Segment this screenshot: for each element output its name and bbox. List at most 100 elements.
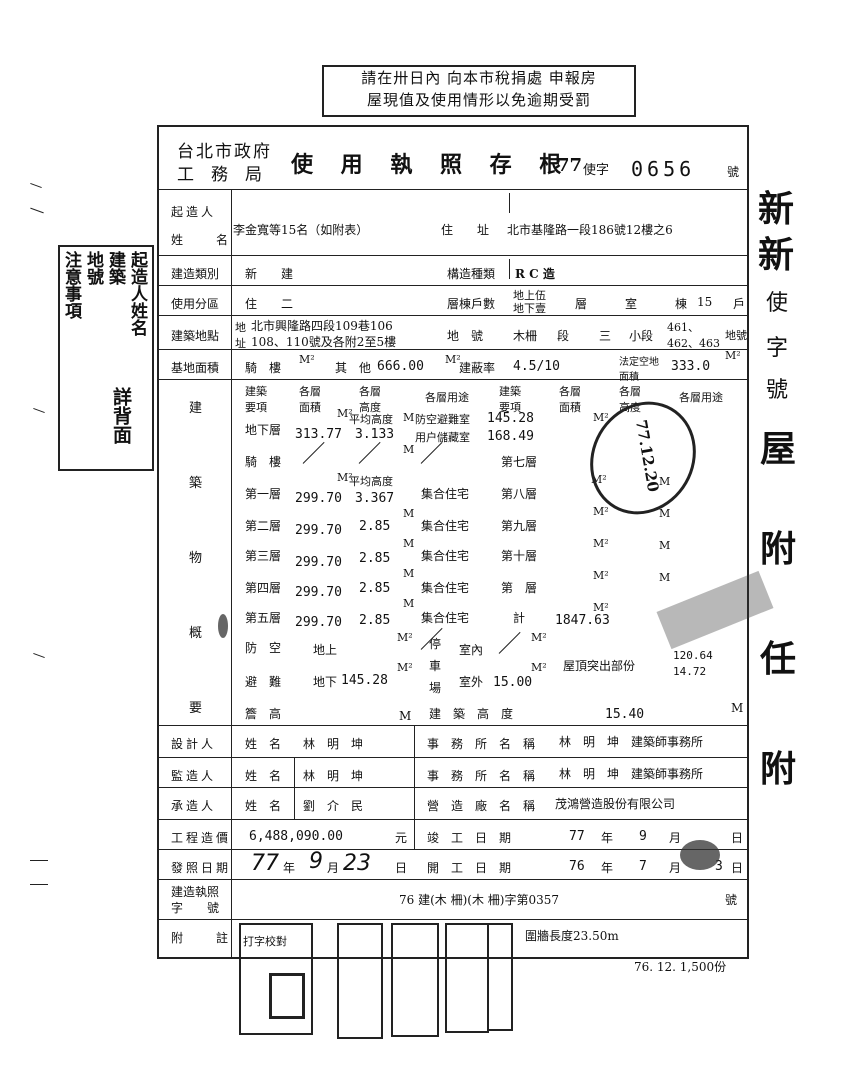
builder-label: 起造人 [171, 205, 217, 219]
floor-name: 第四層 [245, 581, 282, 595]
floor-name: 第三層 [245, 549, 282, 563]
bleed-char: 新 [758, 234, 795, 276]
start-date-label: 開 工 日 期 [427, 861, 512, 875]
building-vlabel: 建 [189, 401, 203, 416]
proofread-seal [239, 923, 313, 1035]
build-type: 新 建 [245, 267, 294, 281]
other-area: 666.00 [377, 359, 424, 374]
floor-note: 平均高度 [349, 413, 393, 426]
completion-month: 9 [639, 829, 647, 844]
lot-label: 地 號 [447, 329, 484, 343]
shelter-down-value: 145.28 [341, 673, 388, 688]
permit-ref-label-2: 字 號 [171, 901, 220, 915]
bleed-char: 附 [760, 528, 797, 570]
permit-zi: 使字 [583, 163, 610, 178]
structure-label: 構造種類 [447, 267, 496, 281]
structure-type: R C 造 [515, 267, 555, 281]
start-day: 3 [715, 859, 723, 874]
unit: M [403, 411, 415, 424]
builder-address: 北市基隆路一段186號12樓之6 [507, 223, 673, 237]
supervisor-label: 監造人 [171, 769, 217, 783]
lot-section: 木柵 [513, 329, 538, 343]
unit: M [403, 507, 415, 520]
permit-year: 77 [557, 155, 583, 176]
issue-date-label: 發照日期 [171, 861, 232, 875]
supervisor-office: 林 明 坤 建築師事務所 [559, 767, 704, 781]
margin-mark [33, 407, 45, 414]
floor-use-val: 145.28 [487, 411, 534, 426]
other-area-unit: M² [445, 353, 461, 366]
th-area: 各層面積 [299, 385, 321, 414]
unit: M [403, 567, 415, 580]
top-notice-line2: 屋現值及使用情形以免逾期受罰 [366, 91, 591, 109]
permit-ref-label-1: 建造執照 [171, 885, 220, 899]
floor-name: 第一層 [245, 487, 282, 501]
floor-height: 2.85 [359, 551, 391, 566]
roof-value-1: 120.64 [673, 649, 713, 662]
parking-in: 室內 [459, 643, 484, 657]
unit: M [659, 571, 671, 584]
floors-up: 地上伍 [513, 289, 546, 302]
roof-value-2: 14.72 [673, 665, 707, 678]
floor-area: 299.70 [295, 523, 342, 538]
contractor-label: 承造人 [171, 799, 217, 813]
eaves-label: 簷 高 [245, 707, 282, 721]
th-height: 各層高度 [359, 385, 381, 414]
notice-col: 注意事項 [61, 251, 81, 319]
coverage-label: 建蔽率 [459, 361, 496, 375]
unit: M² [337, 407, 353, 420]
unit: M [403, 597, 415, 610]
completion-nian: 年 [601, 831, 614, 845]
parking-out: 室外 [459, 675, 484, 689]
proofread-label: 打字校對 [243, 935, 287, 948]
unit: M² [337, 471, 353, 484]
build-type-label: 建造類別 [171, 267, 220, 281]
floor-use: 防空避難室 [415, 413, 470, 426]
unit: M [399, 709, 412, 723]
issue-month: 9 [309, 849, 323, 874]
floor-area: 299.70 [295, 615, 342, 630]
issue-day: 23 [343, 851, 371, 876]
start-ri: 日 [731, 861, 744, 875]
parking-3: 場 [429, 681, 442, 695]
top-notice-stamp: 請在卅日內 向本市稅捐處 申報房 屋現值及使用情形以免逾期受罰 [322, 65, 636, 117]
floor-use: 集合住宅 [421, 487, 470, 501]
small-seal [269, 973, 305, 1019]
floors-count-label: 層棟戶數 [447, 297, 496, 311]
roof-label: 屋頂突出部份 [563, 659, 636, 673]
lot-duan: 段 [557, 329, 570, 343]
signature-seal [337, 923, 383, 1039]
parking-out-value: 15.00 [493, 675, 533, 690]
round-stamp-text: 77.12.20 [631, 418, 663, 494]
floor-use: 集合住宅 [421, 549, 470, 563]
floor-name-r: 第九層 [501, 519, 538, 533]
agency-name: 台北市政府 [177, 142, 272, 162]
ink-dot [218, 614, 228, 638]
margin-mark [33, 652, 45, 659]
designer-name-label: 姓 名 [245, 737, 282, 751]
completion-year: 77 [569, 829, 585, 844]
completion-label: 竣 工 日 期 [427, 831, 512, 845]
issue-year: 77 [251, 851, 279, 876]
floor-name-r: 第 層 [501, 581, 538, 595]
cost-yuan: 元 [395, 831, 408, 845]
unit: M² [593, 569, 609, 582]
parking-2: 車 [429, 659, 442, 673]
floor-use-val: 168.49 [487, 429, 534, 444]
site-address-2: 108、110號及各附2至5樓 [251, 335, 397, 349]
legal-open-unit: M² [725, 349, 741, 362]
floor-use: 集合住宅 [421, 581, 470, 595]
lot-small: 三 [599, 329, 612, 343]
floor-name: 第五層 [245, 611, 282, 625]
contractor-office: 茂鴻營造股份有限公司 [555, 797, 676, 811]
floor-name-r: 計 [513, 611, 526, 625]
issue-ri: 日 [395, 861, 408, 875]
coverage-rate: 4.5/10 [513, 359, 560, 374]
floor-use: 集合住宅 [421, 519, 470, 533]
notice-col: 地號 [83, 251, 103, 285]
page-title: 使 用 執 照 存 根 [291, 152, 572, 178]
shelter-down: 地下 [313, 675, 338, 689]
lot-xiaoduan: 小段 [629, 329, 654, 343]
th-use-r: 各層用途 [679, 391, 723, 404]
floor-use-note: 用户儲藏室 [415, 431, 470, 444]
